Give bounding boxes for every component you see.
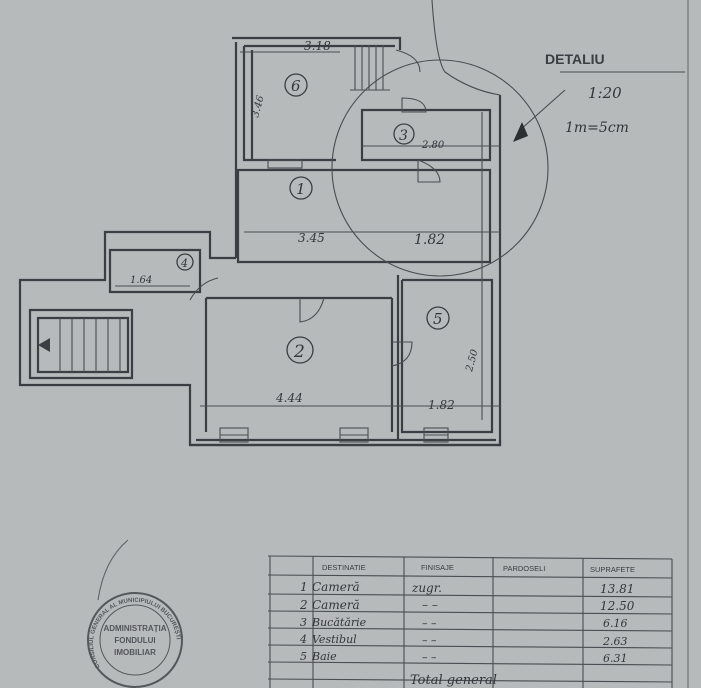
row-number: 1: [300, 580, 308, 594]
row-destination: Cameră: [312, 580, 360, 594]
row-finish: zugr.: [411, 581, 442, 595]
room-number-6: 6: [291, 77, 301, 95]
row-destination: Cameră: [312, 598, 360, 612]
windows: [219, 159, 449, 443]
dim-room1-right: 1.82: [414, 232, 445, 248]
row-finish: – –: [422, 617, 437, 630]
room-number-4: 4: [180, 257, 188, 270]
row-destination: Baie: [311, 650, 337, 663]
detail-note: 1m=5cm: [565, 120, 629, 136]
total-label: Total general: [410, 673, 497, 688]
svg-text:CONSILIUL GENERAL AL MUNICIPIU: CONSILIUL GENERAL AL MUNICIPIULUI BUCURE…: [89, 598, 181, 669]
doors: [189, 0, 501, 367]
dim-room6-width: 3.18: [304, 39, 331, 53]
table-row: 5 Baie – – 6.31: [300, 650, 628, 665]
row-finish: – –: [422, 598, 438, 612]
stamp-line-1: ADMINISTRAȚIA: [103, 624, 166, 633]
detail-circle: [331, 59, 549, 277]
row-destination: Vestibul: [312, 633, 357, 646]
room-labels: 6 3 1 4 2 5: [176, 73, 450, 364]
row-number: 5: [300, 650, 307, 663]
dim-room5-width: 1.82: [428, 398, 455, 412]
dim-room2-width: 4.44: [275, 391, 303, 405]
room-number-2: 2: [293, 342, 305, 362]
detail-scale: 1:20: [588, 84, 622, 102]
header-pardoseli: PARDOSELI: [503, 564, 545, 573]
stamp-line-2: FONDULUI: [114, 636, 155, 645]
outer-walls: [18, 36, 502, 447]
row-area: 2.63: [602, 635, 628, 648]
row-number: 4: [299, 633, 307, 646]
header-suprafete: SUPRAFETE: [590, 565, 635, 574]
row-area: 13.81: [600, 582, 634, 596]
row-number: 3: [300, 616, 307, 629]
row-number: 2: [299, 598, 308, 612]
row-finish: – –: [422, 634, 437, 647]
room-schedule-table: DESTINATIE FINISAJE PARDOSELI SUPRAFETE …: [267, 555, 673, 688]
stairs: [38, 45, 390, 372]
table-row: 4 Vestibul – – 2.63: [299, 633, 628, 648]
header-finisaje: FINISAJE: [421, 563, 454, 572]
dim-room4-width: 1.64: [130, 275, 152, 286]
room-number-1: 1: [296, 180, 306, 198]
row-area: 12.50: [600, 599, 635, 613]
official-stamp: CONSILIUL GENERAL AL MUNICIPIULUI BUCURE…: [87, 539, 183, 688]
stamp-line-3: IMOBILIAR: [114, 648, 156, 657]
detail-leader: [519, 89, 566, 131]
header-destinatie: DESTINATIE: [322, 563, 366, 572]
dimension-lines: [115, 51, 500, 420]
row-destination: Bucătărie: [311, 616, 367, 629]
detail-arrow-icon: [513, 122, 528, 142]
row-finish: – –: [422, 651, 437, 664]
dimension-labels: 3.18 3.46 3.45 1.82 2.80 4.44 1.82 2.50 …: [130, 39, 481, 412]
table-row: 3 Bucătărie – – 6.16: [300, 616, 628, 630]
room-number-3: 3: [399, 128, 408, 144]
dim-room1-width: 3.45: [298, 231, 325, 245]
detail-title: DETALIU: [545, 51, 605, 67]
table-row: 1 Cameră zugr. 13.81: [300, 580, 634, 596]
stamp-outer-text: CONSILIUL GENERAL AL MUNICIPIULUI BUCURE…: [89, 598, 181, 669]
row-area: 6.16: [603, 617, 628, 630]
dim-room3-width: 2.80: [421, 140, 445, 151]
table-row: 2 Cameră – – 12.50: [299, 598, 635, 613]
row-area: 6.31: [603, 652, 628, 665]
dim-room5-height: 2.50: [464, 348, 481, 374]
room-number-5: 5: [433, 310, 443, 328]
